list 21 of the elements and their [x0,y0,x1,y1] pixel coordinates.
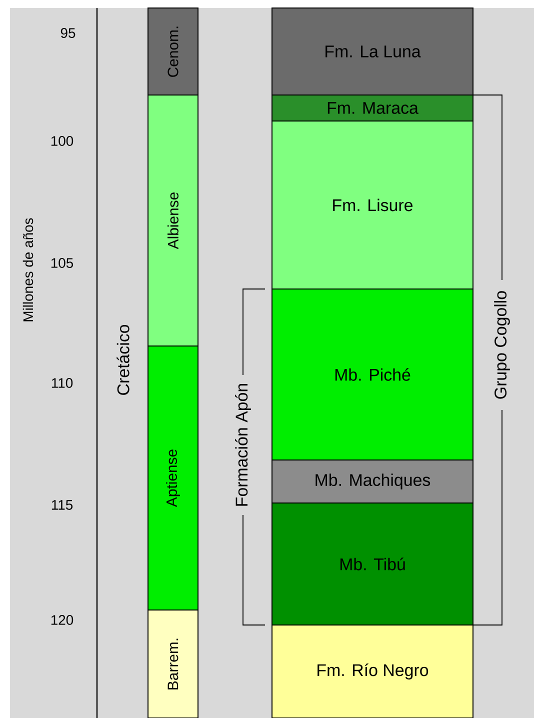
tick-label: 100 [51,136,74,146]
formation-box: Fm. Maraca [272,94,474,122]
stage-box: Cenom. [148,8,198,96]
tick-label: 105 [51,258,74,268]
stage-box: Aptiense [148,346,198,610]
formation-box: Fm. Río Negro [272,624,474,718]
formation-box: Mb. Piché [272,288,474,460]
axis-title: Millones de años [22,218,34,322]
tick-label: 95 [60,28,76,38]
tick-label: 120 [51,615,74,625]
period-label: Cretácico [116,324,130,395]
bracket-label: Grupo Cogollo [494,291,510,399]
stage-box: Barrem. [148,610,198,718]
tick-label: 115 [52,500,73,510]
formation-box: Mb. Machiques [272,460,474,504]
tick-label: 110 [52,378,73,388]
formation-box: Fm. Lisure [272,120,474,290]
bracket-label: Formación Apón [235,384,251,506]
formation-box: Fm. La Luna [272,8,474,96]
stage-box: Albiense [148,94,198,346]
formation-box: Mb. Tibú [272,502,474,626]
